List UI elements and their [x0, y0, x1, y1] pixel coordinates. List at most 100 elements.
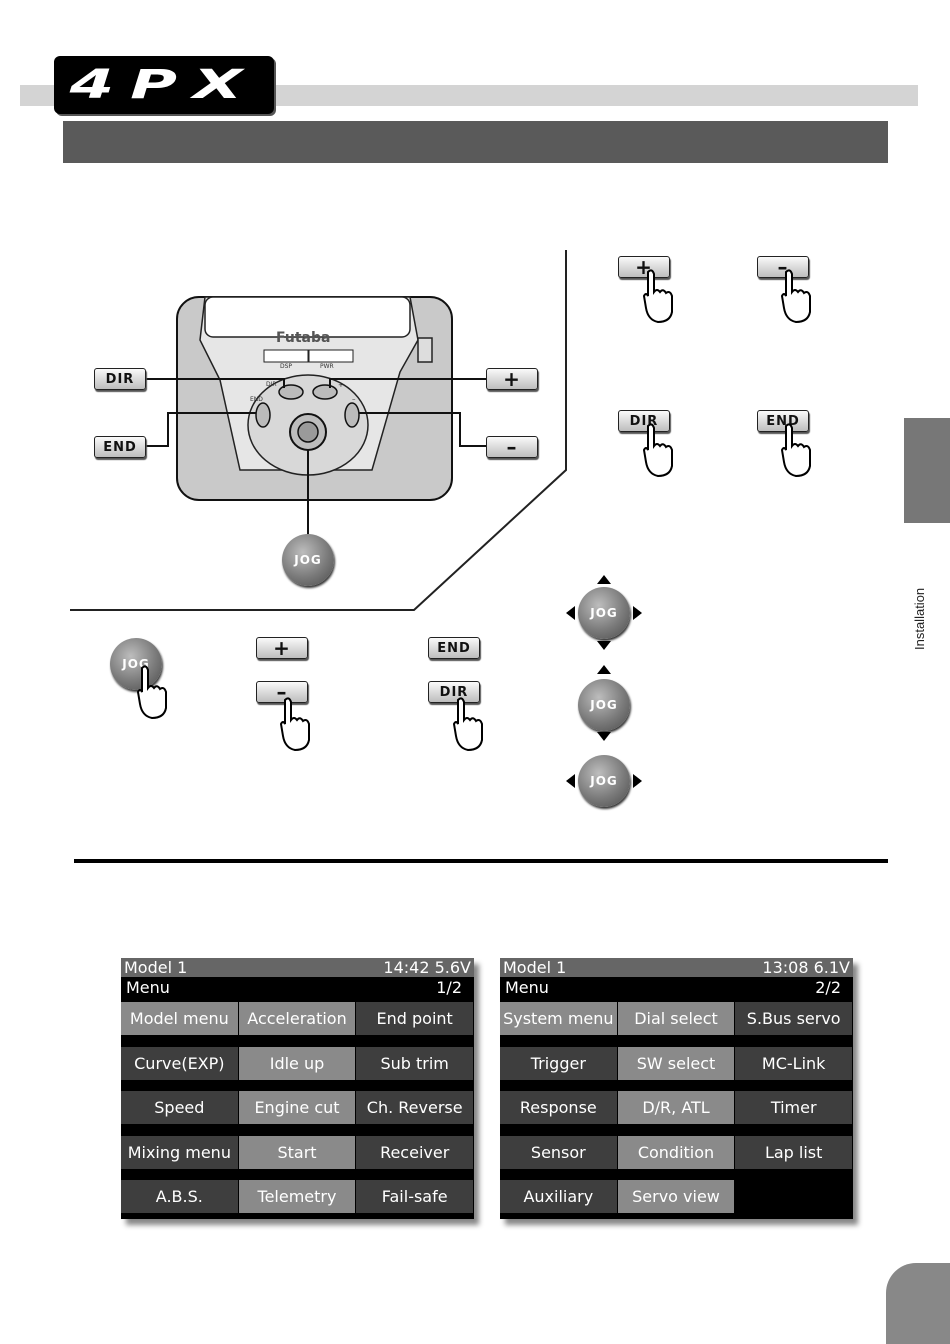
- menu-item-curve-exp[interactable]: Curve(EXP): [121, 1046, 238, 1080]
- menu-title: Menu: [126, 978, 170, 997]
- arrow-left-icon: [566, 774, 575, 788]
- menu-item-idle-up[interactable]: Idle up: [238, 1046, 356, 1080]
- menu-item-fail-safe[interactable]: Fail-safe: [356, 1180, 474, 1213]
- jog-key: JOG: [282, 534, 334, 586]
- menu-item-d-r-atl[interactable]: D/R, ATL: [617, 1091, 735, 1124]
- device-brand: Futaba: [276, 330, 331, 346]
- page-indicator: 1/2: [436, 978, 462, 997]
- menu-item-model-menu[interactable]: Model menu: [121, 1002, 238, 1035]
- dir-key-small: DIR: [428, 681, 480, 703]
- menu-item-end-point[interactable]: End point: [356, 1002, 474, 1035]
- pointing-hand-icon: [780, 423, 811, 478]
- menu-item-speed[interactable]: Speed: [121, 1091, 238, 1124]
- jog-up-down-key: JOG: [578, 679, 630, 731]
- menu-item-sensor[interactable]: Sensor: [500, 1135, 617, 1169]
- menu-item-mc-link[interactable]: MC-Link: [735, 1046, 853, 1080]
- dir-key: DIR: [94, 368, 146, 390]
- menu-item-acceleration[interactable]: Acceleration: [238, 1002, 356, 1035]
- minus-small-label: –: [352, 395, 356, 403]
- dsp-label: DSP: [280, 363, 293, 370]
- menu-item-mixing-menu[interactable]: Mixing menu: [121, 1135, 238, 1169]
- plus-key: +: [486, 367, 538, 391]
- menu-item-lap-list[interactable]: Lap list: [735, 1135, 853, 1169]
- menu-item-a-b-s[interactable]: A.B.S.: [121, 1180, 238, 1213]
- chapter-tab: [904, 418, 950, 523]
- arrow-down-icon: [597, 641, 611, 650]
- arrow-left-icon: [566, 606, 575, 620]
- pointing-hand-icon: [642, 423, 673, 478]
- plus-small-label: +: [338, 381, 344, 389]
- minus-press-key: –: [757, 255, 809, 279]
- menu-item-s-bus-servo[interactable]: S.Bus servo: [735, 1002, 853, 1035]
- end-key-small: END: [428, 637, 480, 659]
- dir-press-key: DIR: [618, 410, 670, 432]
- menu-item-telemetry[interactable]: Telemetry: [238, 1180, 356, 1213]
- pointing-hand-icon: [136, 665, 167, 720]
- menu-item-dial-select[interactable]: Dial select: [617, 1002, 735, 1035]
- transmitter-diagram: [70, 250, 567, 611]
- arrow-up-icon: [597, 575, 611, 584]
- pointing-hand-icon: [642, 269, 673, 324]
- menu-item-empty: [735, 1180, 853, 1213]
- jog-left-right-key: JOG: [578, 755, 630, 807]
- screen-status-bar: Model 1 14:42 5.6V: [121, 958, 474, 977]
- screen-menu-bar: Menu 2/2: [500, 977, 853, 999]
- pointing-hand-icon: [780, 269, 811, 324]
- end-key: END: [94, 436, 146, 458]
- menu-item-system-menu[interactable]: System menu: [500, 1002, 617, 1035]
- pointing-hand-icon: [452, 697, 483, 752]
- menu-item-engine-cut[interactable]: Engine cut: [238, 1091, 356, 1124]
- screen-menu-bar: Menu 1/2: [121, 977, 474, 999]
- model-name: Model 1: [124, 958, 188, 977]
- arrow-down-icon: [597, 732, 611, 741]
- menu-item-auxiliary[interactable]: Auxiliary: [500, 1180, 617, 1213]
- menu-item-sw-select[interactable]: SW select: [617, 1046, 735, 1080]
- menu-item-start[interactable]: Start: [238, 1135, 356, 1169]
- pwr-label: PWR: [320, 363, 334, 370]
- jog-press-key: JOG: [110, 638, 162, 690]
- time-voltage: 13:08 6.1V: [762, 958, 850, 977]
- plus-press-key: +: [618, 255, 670, 279]
- jog-four-way-key: JOG: [578, 587, 630, 639]
- menu-item-response[interactable]: Response: [500, 1091, 617, 1124]
- menu-item-receiver[interactable]: Receiver: [356, 1135, 474, 1169]
- arrow-right-icon: [633, 774, 642, 788]
- menu-item-trigger[interactable]: Trigger: [500, 1046, 617, 1080]
- menu-item-sub-trim[interactable]: Sub trim: [356, 1046, 474, 1080]
- model-name: Model 1: [503, 958, 567, 977]
- page-number-tab: [886, 1263, 950, 1344]
- page-indicator: 2/2: [815, 978, 841, 997]
- menu-item-ch-reverse[interactable]: Ch. Reverse: [356, 1091, 474, 1124]
- product-logo: 4PX: [54, 56, 274, 114]
- screen-status-bar: Model 1 13:08 6.1V: [500, 958, 853, 977]
- pointing-hand-icon: [279, 697, 310, 752]
- menu-item-condition[interactable]: Condition: [617, 1135, 735, 1169]
- time-voltage: 14:42 5.6V: [383, 958, 471, 977]
- arrow-right-icon: [633, 606, 642, 620]
- menu-item-servo-view[interactable]: Servo view: [617, 1180, 735, 1213]
- section-title-bar: [63, 121, 888, 163]
- section-divider: [74, 859, 888, 863]
- minus-key: –: [486, 435, 538, 459]
- minus-key-small: –: [256, 680, 308, 704]
- menu-title: Menu: [505, 978, 549, 997]
- dir-small-label: DIR: [266, 381, 277, 388]
- menu-item-timer[interactable]: Timer: [735, 1091, 853, 1124]
- plus-key-small: +: [256, 636, 308, 660]
- end-small-label: END: [250, 396, 263, 403]
- arrow-up-icon: [597, 665, 611, 674]
